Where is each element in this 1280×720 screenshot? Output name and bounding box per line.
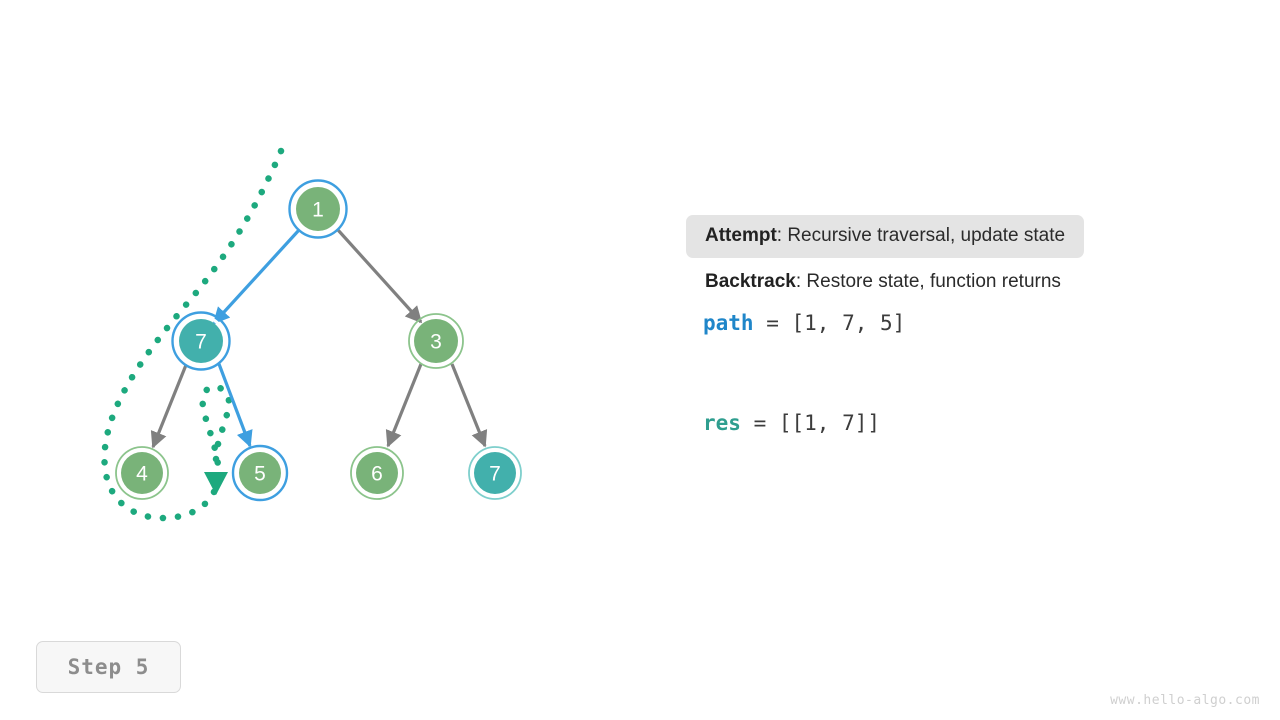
edge-3-to-7 — [450, 363, 488, 448]
backtrack-text: : Restore state, function returns — [795, 271, 1061, 292]
attempt-text: : Recursive traversal, update state — [776, 225, 1066, 246]
edge-1-to-3 — [336, 228, 423, 324]
binary-tree-diagram: 1 7 3 4 5 6 — [101, 147, 522, 522]
edge-7-to-4 — [150, 364, 188, 449]
path-variable-row: path = [1, 7, 5] — [686, 311, 1206, 335]
backtrack-label: Backtrack — [705, 271, 796, 292]
edge-7-to-5 — [217, 363, 253, 448]
backtrack-arrow-head — [204, 472, 228, 495]
attempt-row: Attempt: Recursive traversal, update sta… — [686, 215, 1206, 258]
tree-node-3[interactable]: 3 — [408, 313, 464, 369]
tree-node-1[interactable]: 1 — [288, 179, 348, 239]
tree-node-6[interactable]: 6 — [350, 446, 404, 500]
res-variable-row: res = [[1, 7]] — [686, 411, 1206, 435]
edge-1-to-7 — [212, 228, 301, 325]
backtrack-row: Backtrack: Restore state, function retur… — [686, 272, 1206, 291]
attempt-highlight-box: Attempt: Recursive traversal, update sta… — [686, 215, 1085, 258]
path-variable-name: path — [703, 311, 754, 335]
explanation-panel: Attempt: Recursive traversal, update sta… — [686, 215, 1206, 435]
tree-node-4[interactable]: 4 — [115, 446, 169, 500]
tree-edges — [150, 228, 488, 449]
watermark-text: www.hello-algo.com — [1110, 693, 1260, 708]
res-variable-name: res — [703, 411, 741, 435]
edge-3-to-6 — [385, 363, 423, 448]
tree-node-7-right[interactable]: 7 — [468, 446, 522, 500]
backtrack-path — [101, 147, 285, 522]
tree-node-7-left[interactable]: 7 — [171, 311, 231, 371]
step-badge: Step 5 — [36, 641, 181, 693]
path-variable-value: = [1, 7, 5] — [753, 311, 906, 335]
step-badge-label: Step 5 — [67, 655, 150, 679]
attempt-label: Attempt — [705, 225, 777, 246]
res-variable-value: = [[1, 7]] — [740, 411, 881, 435]
watermark: www.hello-algo.com — [1110, 693, 1260, 708]
tree-node-5[interactable]: 5 — [231, 444, 289, 502]
